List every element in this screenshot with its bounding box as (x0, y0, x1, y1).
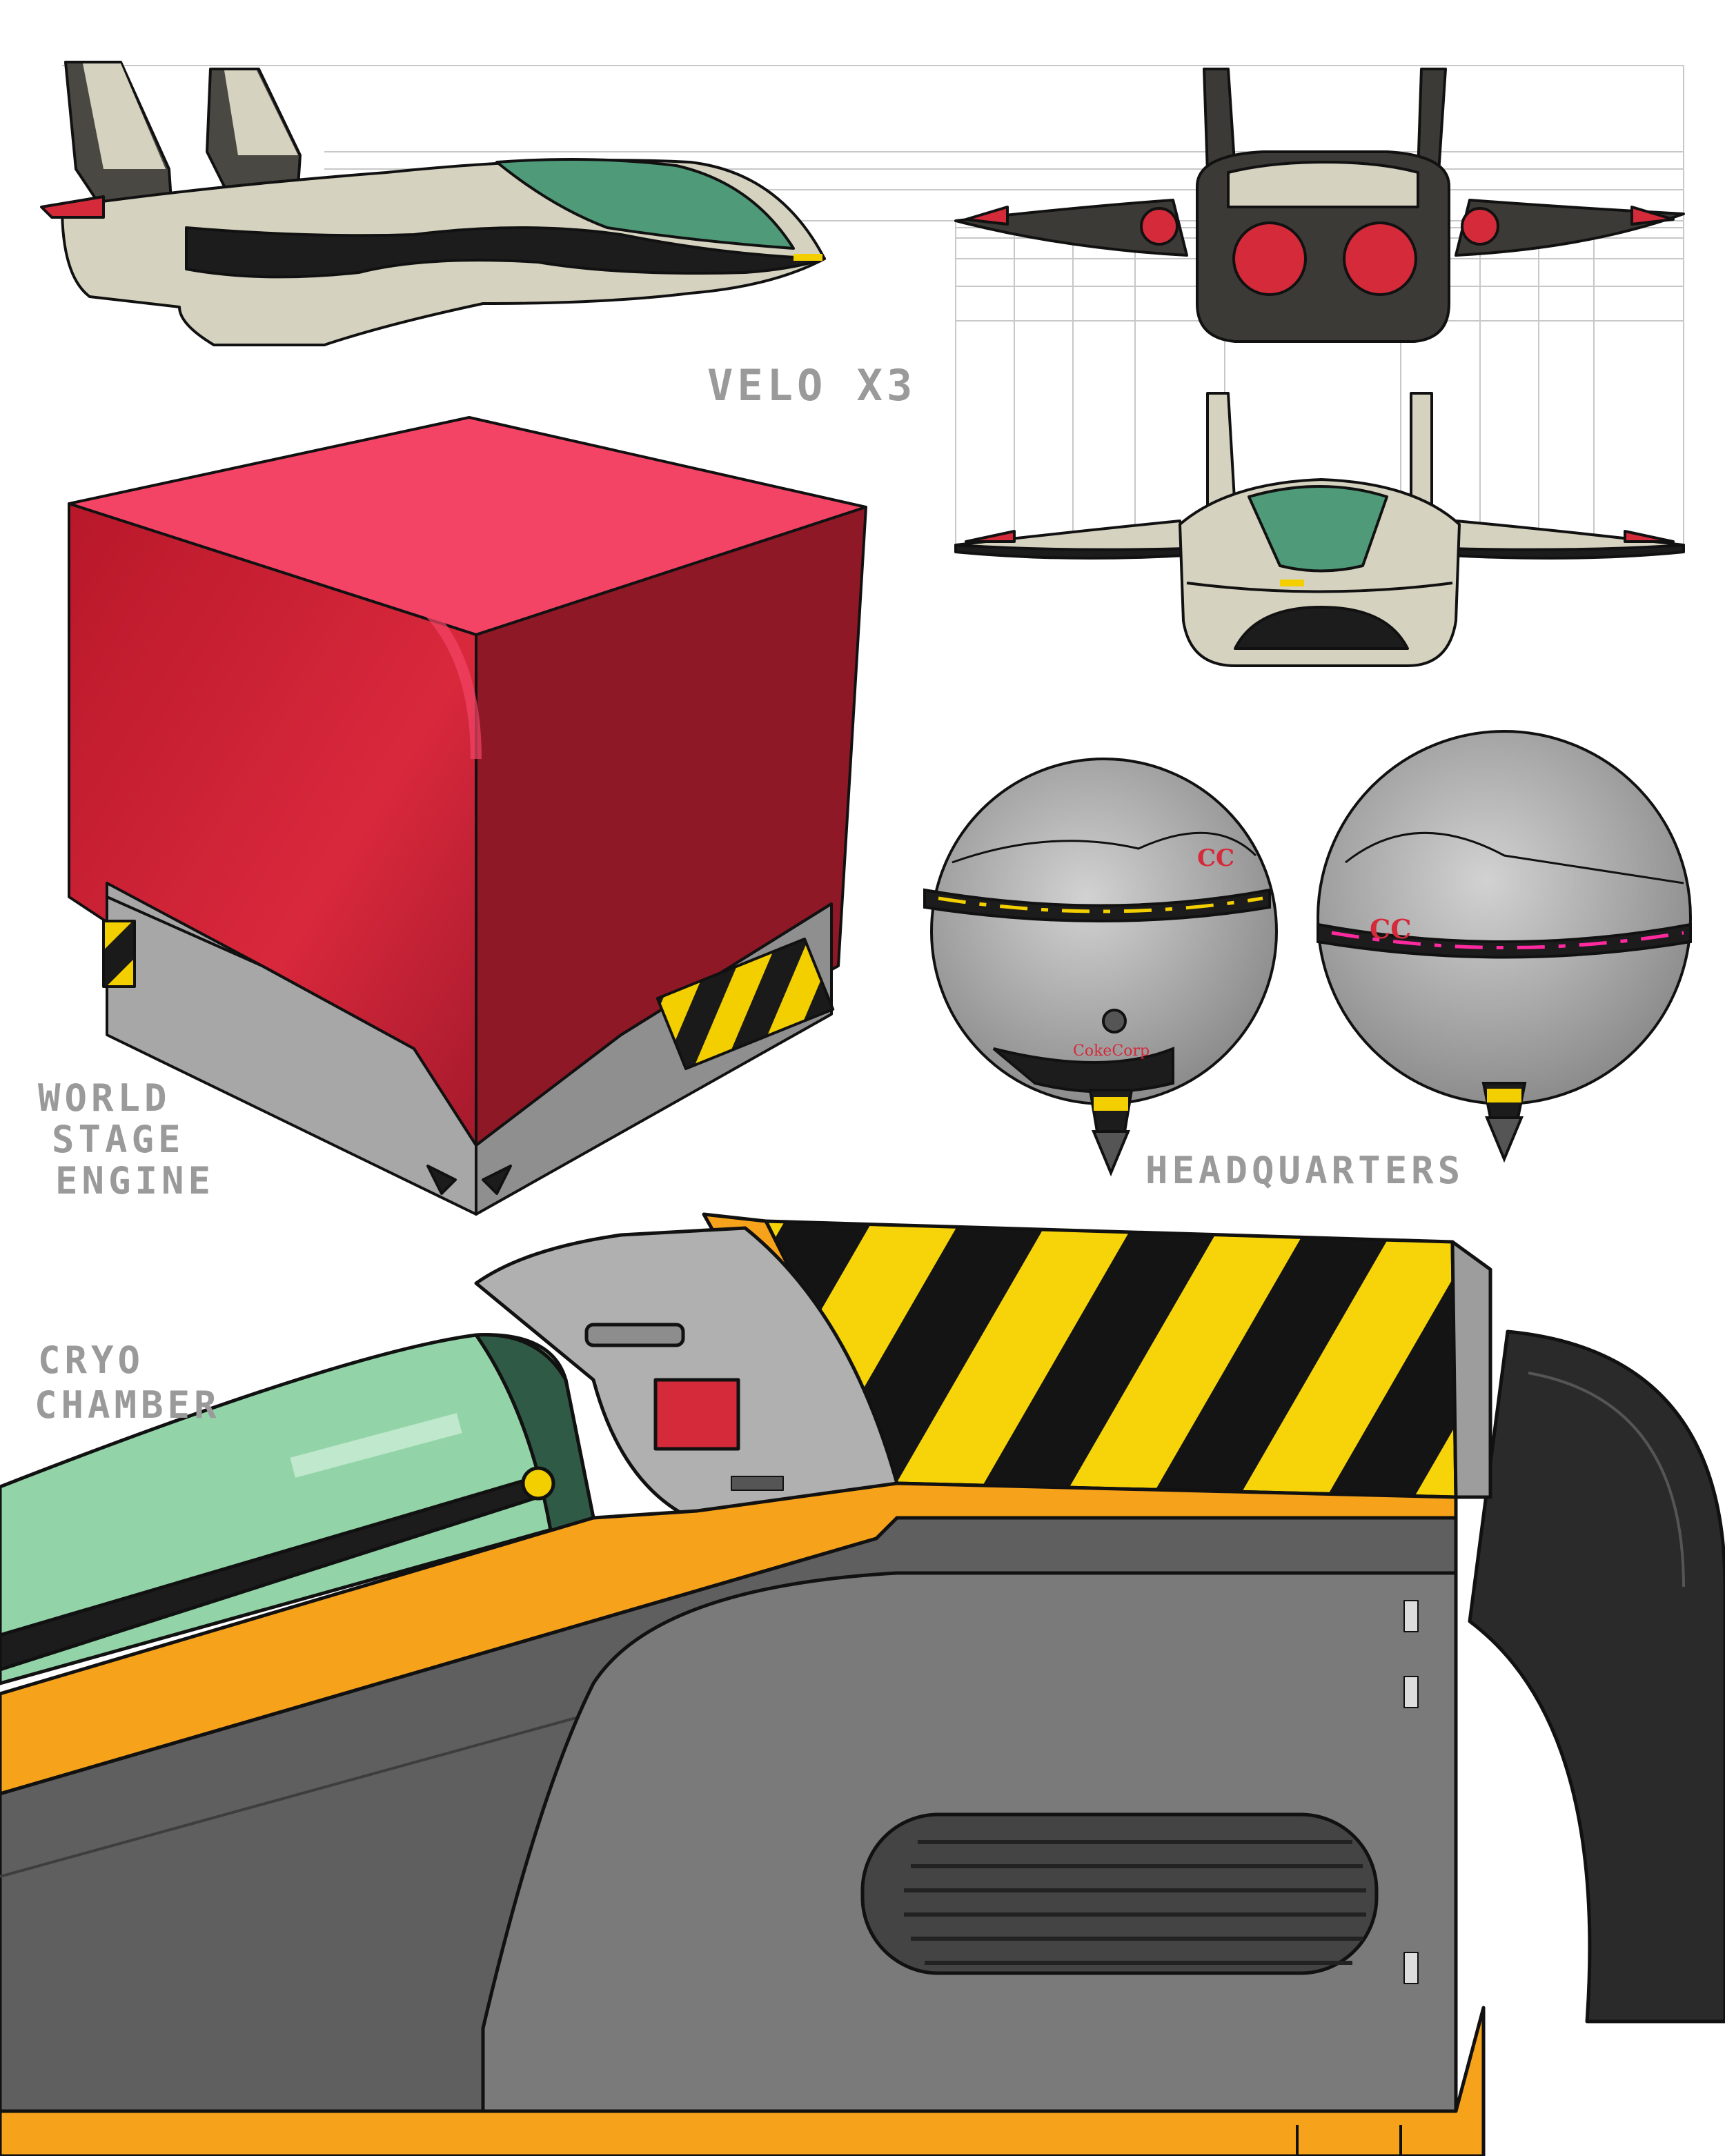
velo-rear-engine-left (1232, 221, 1307, 296)
velo-side-canopy (495, 158, 795, 250)
velo-rear-wing-engine-right (1461, 207, 1499, 246)
cryo-control-module (474, 1226, 899, 1520)
cryo-vent (860, 1812, 1379, 1975)
cryo-orange-base (0, 2006, 1486, 2156)
hq-left-brand: CokeCorp (1073, 1042, 1150, 1060)
velo-side-left-wing-tip (40, 195, 105, 219)
world-label-line-1: WORLD (38, 1076, 171, 1120)
cryo-label-line-1: CRYO (38, 1338, 144, 1382)
cube-hazard-right (656, 937, 835, 1071)
velo-front-left-fin (1206, 392, 1236, 512)
cryo-screen (653, 1378, 740, 1451)
cryo-label-line-2: CHAMBER (34, 1383, 221, 1427)
velo-side-dark-stripe (185, 226, 826, 279)
velo-label: VELO X3 (707, 360, 916, 411)
cryo-chamber (0, 1212, 1725, 2156)
hq-sphere-right (1317, 730, 1692, 1163)
hq-label: HEADQUARTERS (1145, 1149, 1464, 1192)
velo-side-view (40, 61, 826, 346)
world-label-line-2: STAGE (52, 1118, 185, 1161)
velo-front-body (1179, 478, 1461, 667)
cube-hazard-left (102, 920, 136, 988)
hq-left-logo: CC (1197, 844, 1234, 872)
velo-rear-view (954, 68, 1685, 343)
velo-front-right-fin (1410, 392, 1433, 512)
velo-front-light (1280, 580, 1304, 586)
velo-rear-wing-engine-left (1140, 207, 1179, 246)
world-stage-engine-cube (68, 416, 867, 1216)
velo-rear-engine-right (1343, 221, 1417, 296)
velo-front-view (954, 392, 1685, 667)
cryo-hose (1468, 1329, 1725, 2024)
world-label-line-3: ENGINE (55, 1159, 215, 1203)
velo-front-canopy (1248, 485, 1388, 573)
hq-right-logo: CC (1370, 913, 1412, 945)
hq-sphere-left (923, 758, 1278, 1177)
velo-side-nose-light (793, 254, 822, 261)
